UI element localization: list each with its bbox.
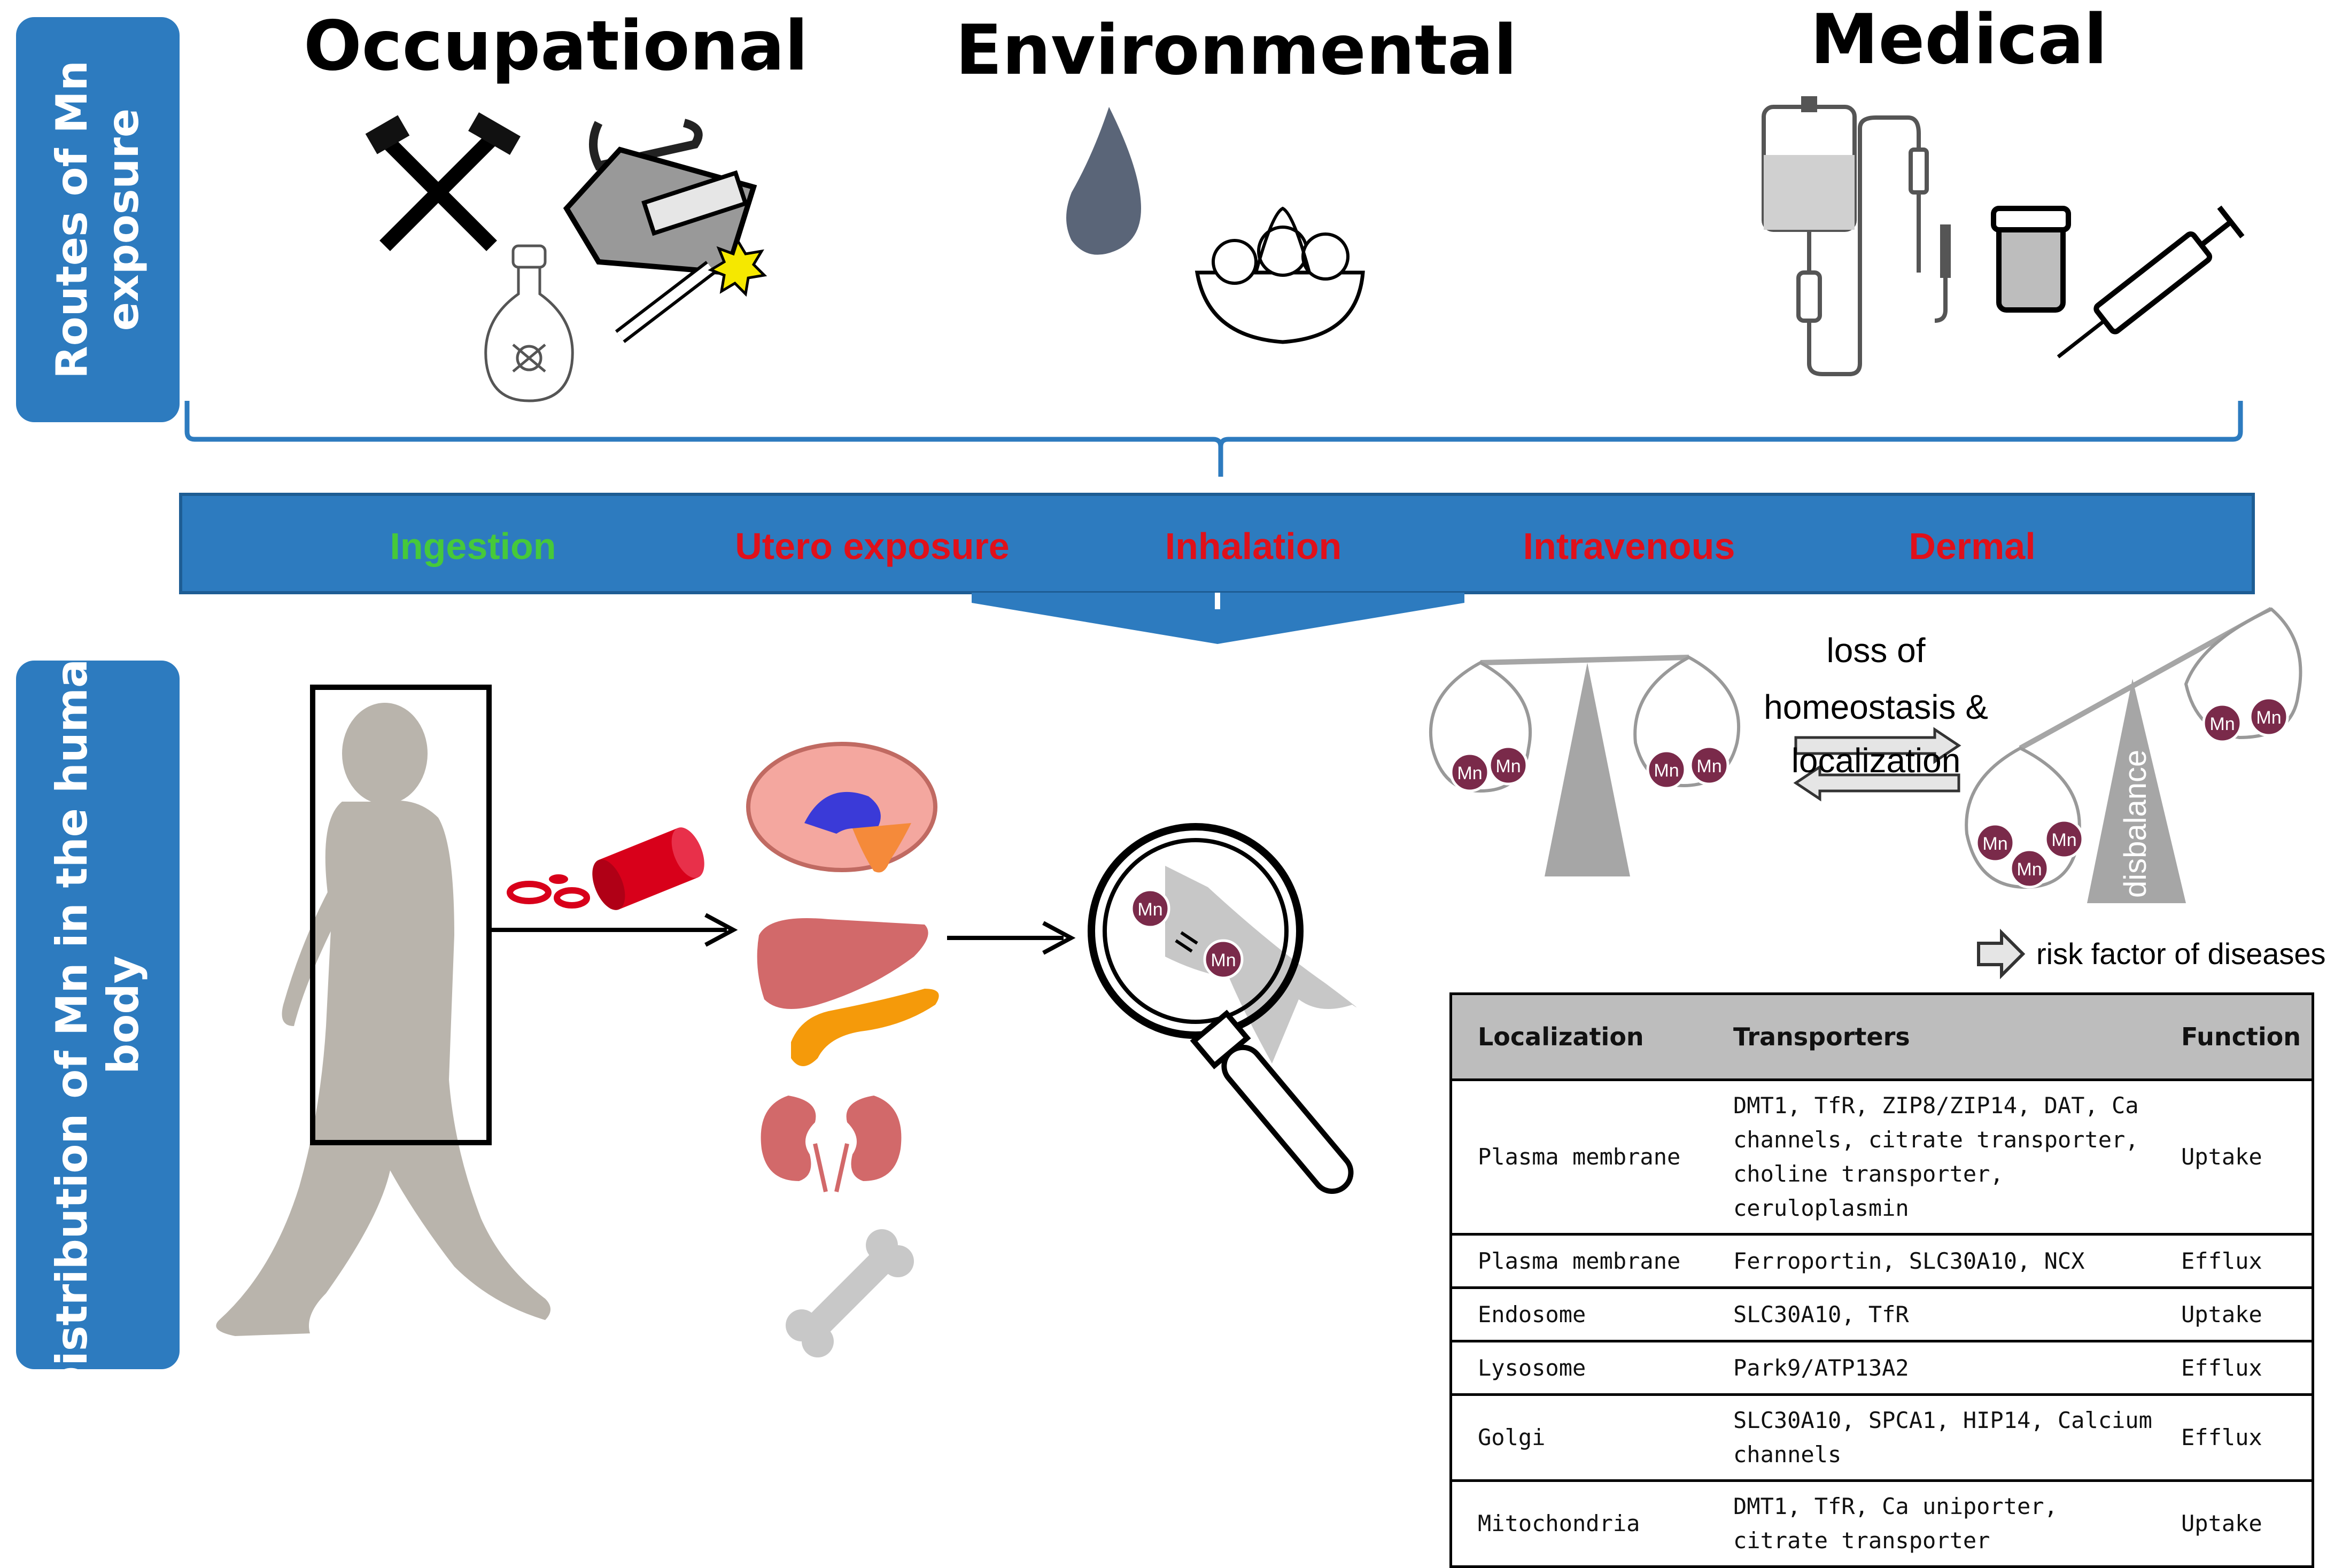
column-header-localization: Localization: [1449, 992, 1708, 1081]
function-cell: Efflux: [2155, 1341, 2314, 1396]
transporters-cell: SLC30A10, SPCA1, HIP14, Calcium channels: [1708, 1394, 2155, 1482]
localization-cell: Mitochondria: [1449, 1480, 1708, 1568]
column-header-transporters: Transporters: [1708, 992, 2155, 1081]
poison-bottle-icon: [484, 244, 574, 402]
column-header-function: Function: [2155, 992, 2314, 1081]
table-row: Plasma membrane Ferroportin, SLC30A10, N…: [1449, 1234, 2314, 1289]
homeostasis-line-1: loss of: [1826, 631, 1926, 670]
magnifier-icon: [1088, 823, 1357, 1194]
localization-cell: Plasma membrane: [1449, 1080, 1708, 1236]
risk-factor-label: risk factor of diseases: [2036, 937, 2326, 971]
route-utero-exposure: Utero exposure: [735, 525, 1010, 567]
routes-band: [179, 493, 2255, 594]
blood-vessel-icon: [507, 827, 704, 910]
pancreas-icon: [791, 989, 939, 1066]
routes-down-arrow: [972, 593, 1464, 644]
welding-machine-icon: [563, 119, 757, 276]
human-silhouette: [216, 703, 550, 1336]
localization-cell: Lysosome: [1449, 1341, 1708, 1396]
transporters-cell: DMT1, TfR, ZIP8/ZIP14, DAT, Ca channels,…: [1708, 1080, 2155, 1236]
tilted-scale-icon: [1965, 607, 2302, 903]
water-drop-icon: [1066, 107, 1141, 255]
transporters-cell: Ferroportin, SLC30A10, NCX: [1708, 1234, 2155, 1289]
homeostasis-line-3: localization: [1791, 741, 1961, 780]
function-cell: Efflux: [2155, 1394, 2314, 1482]
function-cell: Uptake: [2155, 1080, 2314, 1236]
table-header-row: Localization Transporters Function: [1449, 992, 2314, 1081]
route-intravenous: Intravenous: [1523, 525, 1735, 567]
kidneys-icon: [761, 1096, 902, 1192]
header-medical: Medical: [1810, 0, 2107, 80]
function-cell: Uptake: [2155, 1480, 2314, 1568]
transporters-cell: SLC30A10, TfR: [1708, 1287, 2155, 1342]
table-row: Endosome SLC30A10, TfR Uptake: [1449, 1287, 2314, 1342]
header-environmental: Environmental: [955, 11, 1517, 90]
brain-icon: [746, 742, 937, 873]
exchange-arrows-icon: [1793, 727, 1961, 802]
localization-cell: Golgi: [1449, 1394, 1708, 1482]
torso-highlight-box: [310, 685, 492, 1145]
welding-torch-icon: [615, 237, 767, 343]
route-dermal: Dermal: [1909, 525, 2036, 567]
transporters-cell: DMT1, TfR, Ca uniporter, citrate transpo…: [1708, 1480, 2155, 1568]
function-cell: Uptake: [2155, 1287, 2314, 1342]
header-occupational: Occupational: [303, 6, 809, 86]
route-ingestion: Ingestion: [390, 525, 556, 567]
transporters-cell: Park9/ATP13A2: [1708, 1341, 2155, 1396]
table-row: Mitochondria DMT1, TfR, Ca uniporter, ci…: [1449, 1480, 2314, 1568]
exposure-bracket: [184, 401, 2243, 477]
hammers-icon: [365, 112, 521, 251]
homeostasis-line-2: homeostasis &: [1764, 688, 1988, 726]
syringe-icon: [1991, 205, 2245, 359]
liver-icon: [757, 918, 928, 1009]
bone-icon: [786, 1229, 914, 1357]
balanced-scale-icon: [1429, 655, 1741, 876]
table-row: Lysosome Park9/ATP13A2 Efflux: [1449, 1341, 2314, 1396]
transporter-table: Localization Transporters Function Plasm…: [1449, 992, 2314, 1568]
localization-cell: Plasma membrane: [1449, 1234, 1708, 1289]
table-row: Plasma membrane DMT1, TfR, ZIP8/ZIP14, D…: [1449, 1080, 2314, 1236]
iv-bag-icon: [1762, 96, 1951, 376]
risk-arrow-icon: [1977, 928, 2026, 980]
fruit-basket-icon: [1195, 206, 1365, 344]
route-inhalation: Inhalation: [1165, 525, 1342, 567]
function-cell: Efflux: [2155, 1234, 2314, 1289]
table-row: Golgi SLC30A10, SPCA1, HIP14, Calcium ch…: [1449, 1394, 2314, 1482]
localization-cell: Endosome: [1449, 1287, 1708, 1342]
